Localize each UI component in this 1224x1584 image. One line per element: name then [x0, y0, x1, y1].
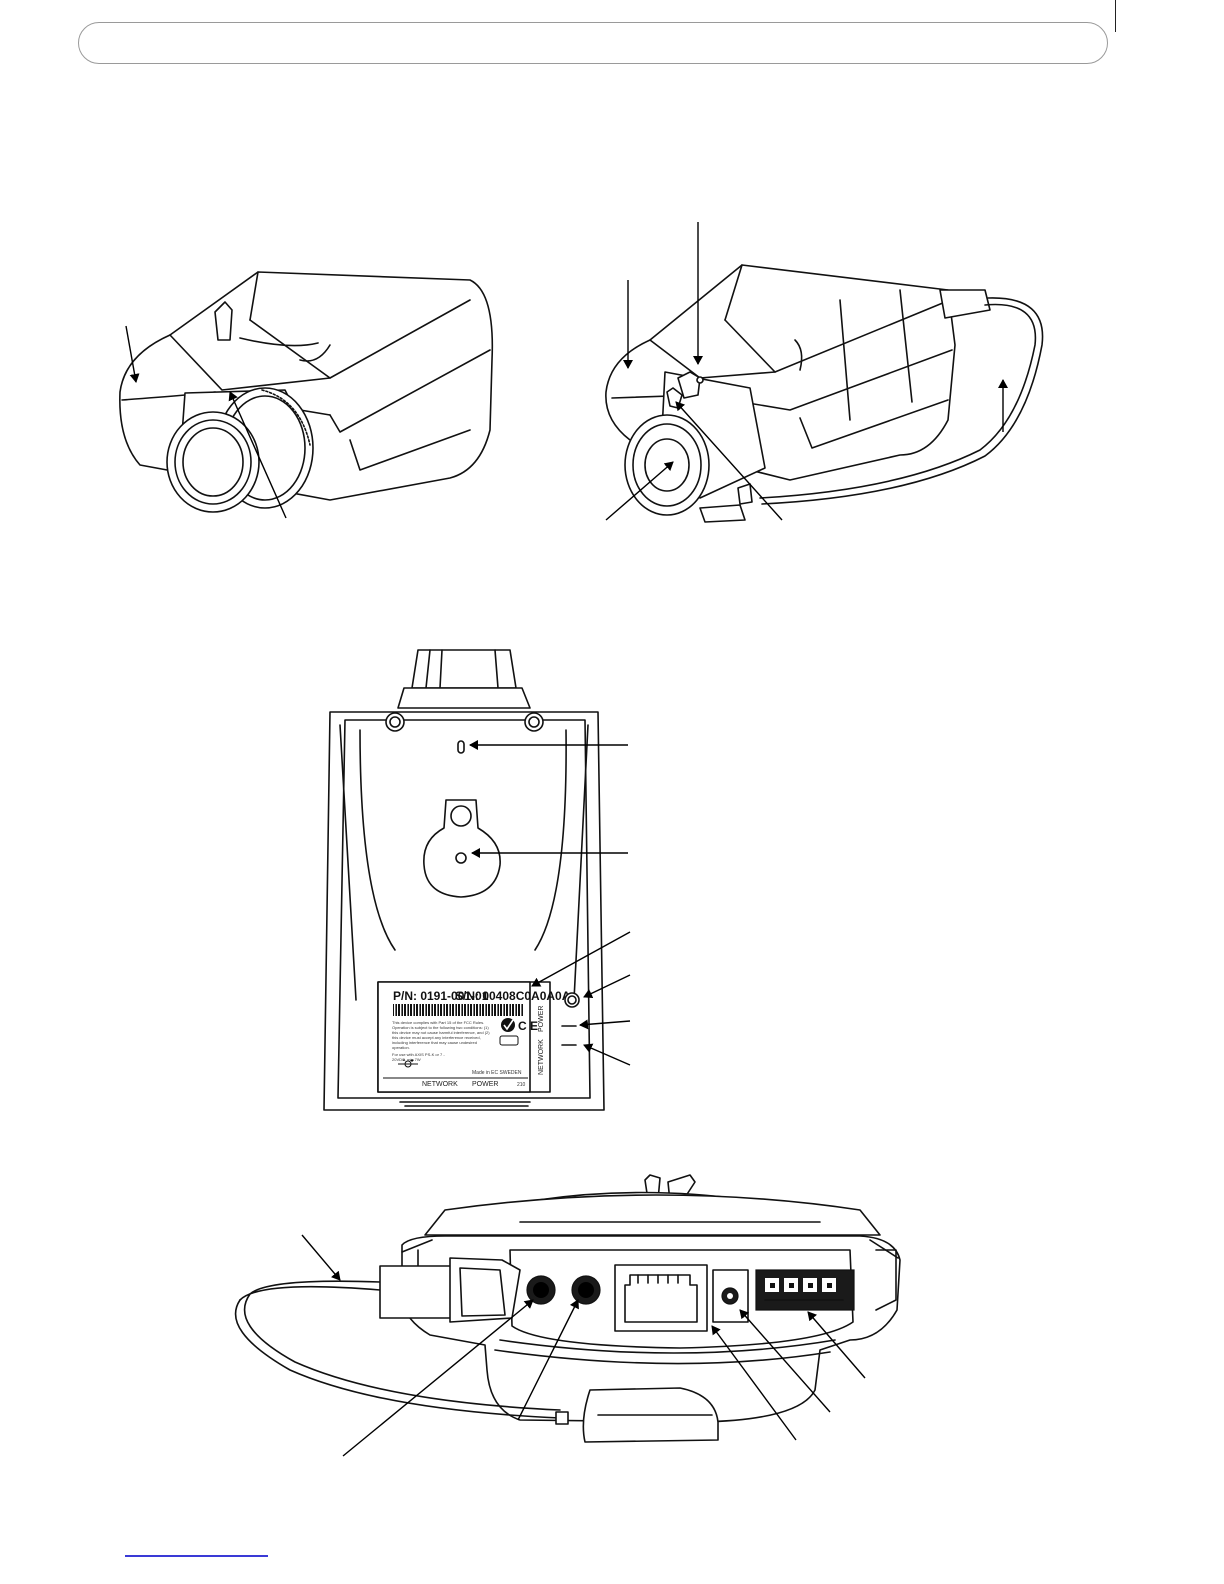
label-made-in: Made in EC SWEDEN [472, 1070, 522, 1076]
label-part-number: P/N: 0191-001-01 [393, 989, 489, 1003]
page-edge-rule [1115, 0, 1116, 32]
header-bar [78, 22, 1108, 64]
weee-mark [499, 1035, 519, 1046]
dc-polarity-symbol [398, 1059, 418, 1068]
label-power-note: For use with AXIS PS-K or 7 - 20VDC, min… [392, 1052, 445, 1062]
label-network: NETWORK [422, 1081, 458, 1088]
label-compliance-text: This device complies with Part 15 of the… [392, 1020, 490, 1050]
footer-link-underline[interactable] [125, 1555, 268, 1557]
ce-mark: C E [501, 1018, 538, 1033]
label-side-power: POWER [538, 1006, 545, 1032]
label-side-network: NETWORK [538, 1039, 545, 1075]
label-model-code: 210 [517, 1082, 526, 1088]
label-serial-number: S/N: 00408C0A0A0A [455, 989, 571, 1003]
camera-rear-view [234, 1174, 901, 1457]
camera-front-right [605, 222, 1044, 523]
barcode [393, 1004, 523, 1016]
camera-bottom-view: P/N: 0191-001-01 S/N: 00408C0A0A0A This … [323, 649, 631, 1111]
label-power: POWER [472, 1081, 498, 1088]
svg-text:C E: C E [518, 1019, 538, 1033]
camera-front-left [119, 271, 494, 519]
